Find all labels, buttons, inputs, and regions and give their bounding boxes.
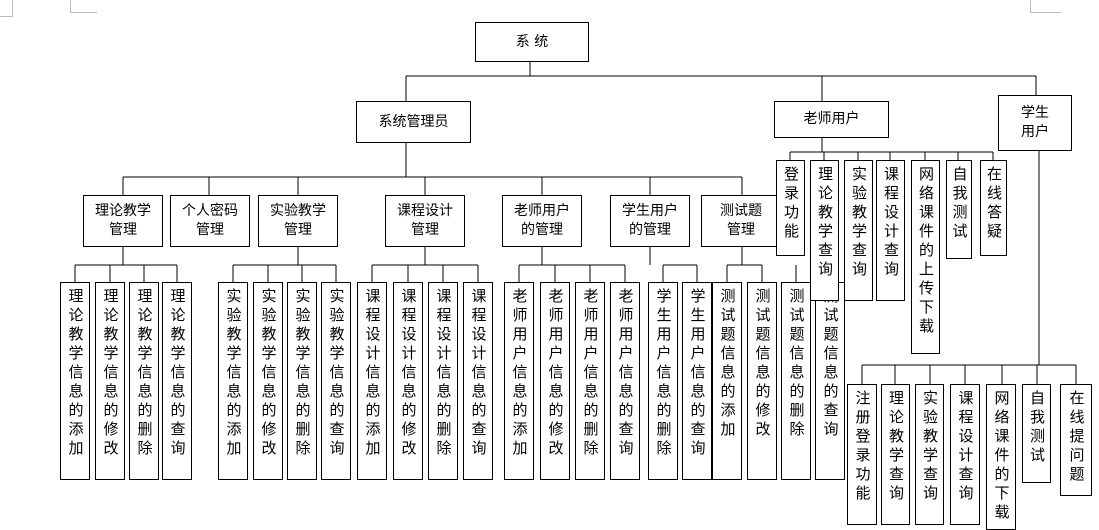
- admin-module-1-item-2: 理论教学信息的修改: [95, 282, 125, 480]
- admin-module-5-item-4: 老师用户信息的查询: [610, 282, 640, 480]
- admin-module-4-item-3: 课程设计信息的删除: [428, 282, 458, 480]
- teacher-function-4-label: 课程设计查询: [882, 166, 900, 280]
- student-function-7-label: 在线提问题: [1067, 390, 1086, 485]
- student-function-6-label: 自我测试: [1028, 390, 1046, 466]
- admin-module-6-item-1: 学生用户信息的删除: [648, 282, 678, 480]
- admin-module-5: 老师用户 的管理: [502, 195, 582, 247]
- admin-module-4-item-4: 课程设计信息的查询: [463, 282, 493, 480]
- admin-module-6: 学生用户 的管理: [610, 195, 690, 247]
- admin-module-3-item-1: 实验教学信息的添加: [218, 282, 248, 480]
- teacher-function-6: 自我测试: [946, 160, 972, 259]
- teacher-node: 老师用户: [774, 101, 889, 138]
- student-function-3: 实验教学查询: [915, 384, 944, 525]
- admin-module-7-item-4: 测试题信息的查询: [815, 282, 845, 480]
- teacher-function-3: 实验教学查询: [844, 160, 873, 301]
- admin-module-4-item-1: 课程设计信息的添加: [357, 282, 387, 480]
- admin-module-1-item-1-label: 理论教学信息的添加: [66, 288, 85, 459]
- teacher-function-7-label: 在线答疑: [985, 166, 1003, 242]
- admin-module-4-item-2-label: 课程设计信息的修改: [399, 288, 418, 459]
- teacher-function-5: 网络课件的上传下载: [911, 160, 940, 354]
- admin-module-3-item-1-label: 实验教学信息的添加: [224, 288, 243, 459]
- student-function-5-label: 网络课件的下载: [992, 390, 1011, 523]
- teacher-function-5-label: 网络课件的上传下载: [917, 166, 935, 337]
- crop-mark-top-left: [70, 0, 97, 13]
- student-function-6: 自我测试: [1022, 384, 1051, 483]
- admin-module-1-item-4: 理论教学信息的查询: [162, 282, 192, 480]
- admin-module-1-item-1: 理论教学信息的添加: [60, 282, 90, 480]
- admin-module-6-item-2: 学生用户信息的查询: [682, 282, 712, 480]
- student-function-5: 网络课件的下载: [986, 384, 1016, 530]
- admin-module-4-item-3-label: 课程设计信息的删除: [434, 288, 453, 459]
- student-node: 学生 用户: [998, 95, 1072, 151]
- student-function-7: 在线提问题: [1060, 384, 1092, 496]
- admin-module-7-item-1: 测试题信息的添加: [712, 282, 742, 480]
- admin-module-5-item-1: 老师用户信息的添加: [504, 282, 534, 480]
- admin-module-4: 课程设计 管理: [385, 195, 465, 247]
- admin-module-3-item-4: 实验教学信息的查询: [321, 282, 351, 480]
- student-function-1-label: 注册登录功能: [853, 390, 872, 504]
- admin-module-1: 理论教学 管理: [83, 195, 163, 247]
- admin-module-7-item-3: 测试题信息的删除: [781, 282, 811, 480]
- admin-module-7-item-2-label: 测试题信息的修改: [753, 288, 772, 440]
- teacher-function-4: 课程设计查询: [876, 160, 905, 301]
- teacher-function-2-label: 理论教学查询: [816, 166, 834, 280]
- admin-module-7-item-4-label: 测试题信息的查询: [821, 288, 840, 440]
- admin-module-1-item-2-label: 理论教学信息的修改: [101, 288, 120, 459]
- admin-module-6-item-1-label: 学生用户信息的删除: [654, 288, 673, 459]
- admin-module-3-item-3: 实验教学信息的删除: [287, 282, 317, 480]
- admin-module-3-item-2: 实验教学信息的修改: [253, 282, 283, 480]
- admin-module-7-item-1-label: 测试题信息的添加: [718, 288, 737, 440]
- root-node: 系 统: [475, 22, 589, 62]
- admin-module-5-item-2: 老师用户信息的修改: [540, 282, 570, 480]
- admin-module-1-item-3-label: 理论教学信息的删除: [135, 288, 154, 459]
- admin-module-7-item-2: 测试题信息的修改: [747, 282, 777, 480]
- admin-module-4-item-2: 课程设计信息的修改: [393, 282, 423, 480]
- admin-module-3-item-4-label: 实验教学信息的查询: [327, 288, 346, 459]
- admin-module-2: 个人密码 管理: [170, 195, 250, 247]
- admin-module-4-item-4-label: 课程设计信息的查询: [469, 288, 488, 459]
- admin-module-6-item-2-label: 学生用户信息的查询: [688, 288, 707, 459]
- crop-mark-top-right: [1030, 0, 1061, 13]
- admin-module-4-item-1-label: 课程设计信息的添加: [363, 288, 382, 459]
- student-function-3-label: 实验教学查询: [921, 390, 939, 504]
- admin-module-7: 测试题 管理: [701, 195, 781, 247]
- admin-module-1-item-4-label: 理论教学信息的查询: [168, 288, 187, 459]
- crop-mark-left: [0, 0, 13, 17]
- admin-module-5-item-2-label: 老师用户信息的修改: [546, 288, 565, 459]
- student-function-2-label: 理论教学查询: [887, 390, 905, 504]
- teacher-function-2: 理论教学查询: [810, 160, 839, 301]
- admin-module-7-item-3-label: 测试题信息的删除: [787, 288, 806, 440]
- teacher-function-1-label: 登录功能: [782, 166, 800, 242]
- admin-module-5-item-1-label: 老师用户信息的添加: [510, 288, 529, 459]
- teacher-function-3-label: 实验教学查询: [850, 166, 868, 280]
- student-function-4-label: 课程设计查询: [956, 390, 975, 504]
- teacher-function-6-label: 自我测试: [950, 166, 969, 242]
- admin-node: 系统管理员: [356, 101, 471, 143]
- admin-module-5-item-3-label: 老师用户信息的删除: [581, 288, 600, 459]
- teacher-function-7: 在线答疑: [980, 160, 1007, 256]
- teacher-function-1: 登录功能: [776, 160, 805, 256]
- admin-module-3: 实验教学 管理: [258, 195, 338, 247]
- admin-module-5-item-3: 老师用户信息的删除: [575, 282, 605, 480]
- admin-module-5-item-4-label: 老师用户信息的查询: [616, 288, 635, 459]
- admin-module-1-item-3: 理论教学信息的删除: [129, 282, 159, 480]
- admin-module-3-item-3-label: 实验教学信息的删除: [293, 288, 312, 459]
- admin-module-3-item-2-label: 实验教学信息的修改: [259, 288, 278, 459]
- student-function-1: 注册登录功能: [847, 384, 877, 525]
- student-function-4: 课程设计查询: [950, 384, 980, 525]
- student-function-2: 理论教学查询: [881, 384, 910, 525]
